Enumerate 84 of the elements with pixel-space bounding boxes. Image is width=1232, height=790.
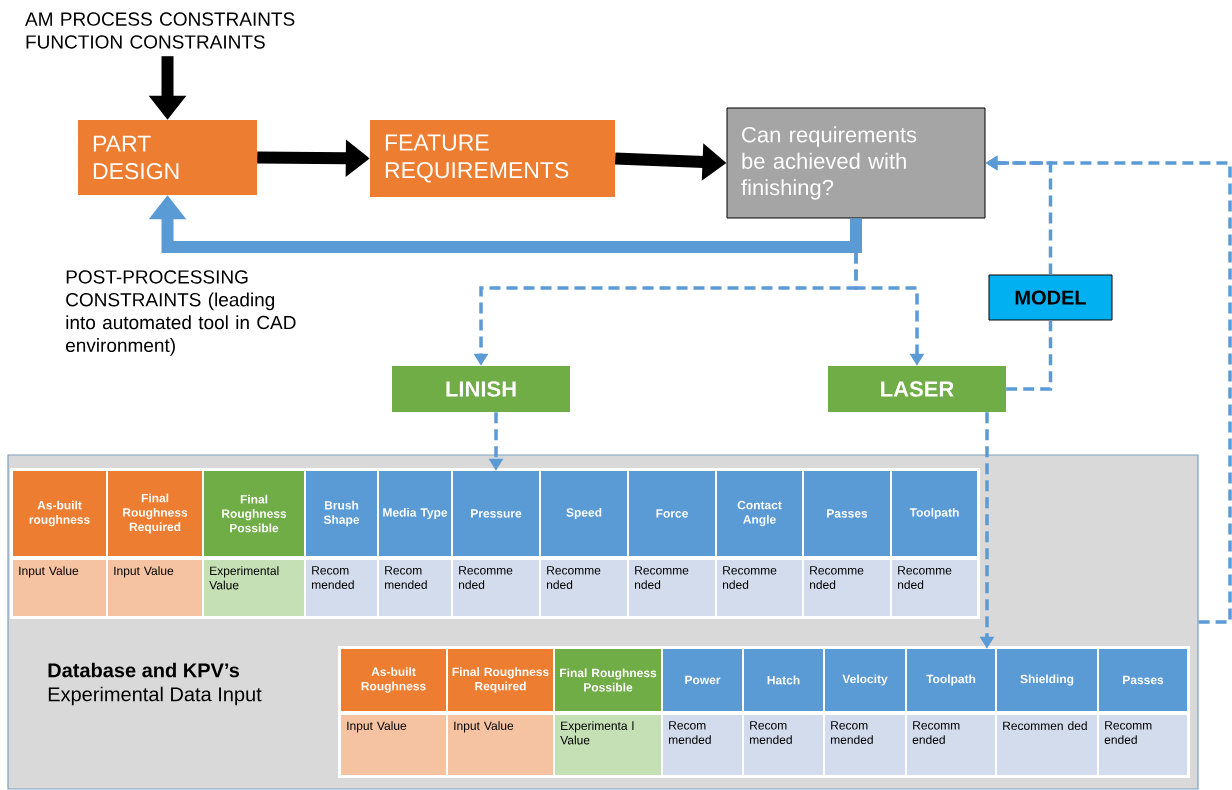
header-cell: Velocity (825, 649, 905, 711)
header-cell: Final Roughness Possible (555, 649, 661, 711)
value-cell: Recom mended (306, 560, 377, 616)
node-label: As-built Roughness (361, 667, 426, 693)
node-label: Passes (827, 509, 868, 518)
node-label: Recom mended (831, 721, 873, 744)
header-cell: Media Type (379, 471, 451, 556)
header-cell: Force (629, 471, 715, 556)
node-label: Recomme nded (459, 566, 513, 589)
value-cell: Experimental Value (204, 560, 304, 616)
node-label: Media Type (383, 507, 448, 520)
value-cell: Input Value (13, 560, 106, 616)
value-cell: Recom mended (744, 715, 823, 775)
method-box: LINISH (392, 366, 570, 412)
node-label: Recom mended (750, 721, 792, 744)
header-cell: Toolpath (907, 649, 995, 711)
node-label: Force (656, 509, 688, 518)
node-label: Contact Angle (737, 500, 782, 527)
node-label: Shielding (1020, 674, 1074, 686)
value-cell: Recomm ended (907, 715, 995, 775)
value-cell: Recomme nded (541, 560, 627, 616)
node-label: Pressure (471, 509, 522, 518)
node-label: Toolpath (909, 507, 959, 520)
node-label: Recomm ended (1104, 721, 1152, 744)
node-label: Recom mended (385, 566, 427, 589)
node-label: Power (685, 675, 721, 685)
node-label: Input Value (114, 566, 174, 578)
value-cell: Recomme nded (804, 560, 890, 616)
node-label: Recomm ended (912, 721, 960, 744)
header-cell: As-built Roughness (341, 649, 446, 711)
node-label: Brush Shape (323, 500, 360, 527)
node-label: Recom mended (669, 721, 711, 744)
value-cell: Recomme nded (453, 560, 539, 616)
header-cell: Final Roughness Required (108, 471, 202, 556)
value-cell: Recommen ded (997, 715, 1097, 775)
node-label: Recomme nded (635, 566, 689, 589)
model-box: MODEL (988, 274, 1113, 321)
node-label: Velocity (842, 674, 888, 686)
header-cell: Passes (1099, 649, 1187, 711)
node-label: Input Value (454, 721, 514, 733)
node-label: Recommen ded (1003, 721, 1087, 730)
node-label: Speed (566, 507, 602, 520)
header-cell: Toolpath (892, 471, 977, 556)
header-cell: Brush Shape (306, 471, 377, 556)
header-cell: Passes (804, 471, 890, 556)
node-label: Passes (1123, 675, 1164, 685)
header-cell: As-built roughness (13, 471, 106, 556)
node-label: Input Value (19, 566, 79, 578)
value-cell: Recom mended (663, 715, 742, 775)
value-cell: Input Value (448, 715, 553, 775)
node-label: Input Value (347, 721, 407, 733)
value-cell: Input Value (108, 560, 202, 616)
value-cell: Recom mended (379, 560, 451, 616)
header-cell: Shielding (997, 649, 1097, 711)
value-cell: Recom mended (825, 715, 905, 775)
node-label: Recom mended (312, 566, 354, 589)
header-cell: Final Roughness Possible (204, 471, 304, 556)
value-cell: Recomme nded (629, 560, 715, 616)
node-label: Recomme nded (547, 566, 601, 589)
header-cell: Final Roughness Required (448, 649, 553, 711)
node-label: Hatch (767, 675, 800, 685)
node-label: Recomme nded (898, 566, 952, 589)
process-box: FEATURE REQUIREMENTS (370, 120, 615, 197)
header-cell: Pressure (453, 471, 539, 556)
node-label: As-built roughness (29, 500, 90, 527)
value-cell: Experimenta l Value (555, 715, 661, 775)
process-box: PART DESIGN (78, 120, 257, 195)
constraint-text: AM PROCESS CONSTRAINTS FUNCTION CONSTRAINTS (25, 12, 295, 49)
node-label: Recomme nded (723, 566, 777, 589)
node-label: Toolpath (926, 674, 976, 686)
note-text: POST-PROCESSING CONSTRAINTS (leading into automated tool in CAD environment) (66, 270, 296, 356)
header-cell: Speed (541, 471, 627, 556)
method-box: LASER (828, 366, 1006, 412)
header-cell: Contact Angle (717, 471, 802, 556)
value-cell: Recomme nded (717, 560, 802, 616)
value-cell: Recomm ended (1099, 715, 1187, 775)
value-cell: Input Value (341, 715, 446, 775)
header-cell: Hatch (744, 649, 823, 711)
header-cell: Power (663, 649, 742, 711)
decision-box: Can requirements be achieved with finishing? (726, 107, 986, 219)
node-label: Recomme nded (810, 566, 864, 589)
value-cell: Recomme nded (892, 560, 977, 616)
node-label: Final Roughness Required (123, 493, 188, 534)
node-label: Final Roughness Required (452, 667, 549, 693)
